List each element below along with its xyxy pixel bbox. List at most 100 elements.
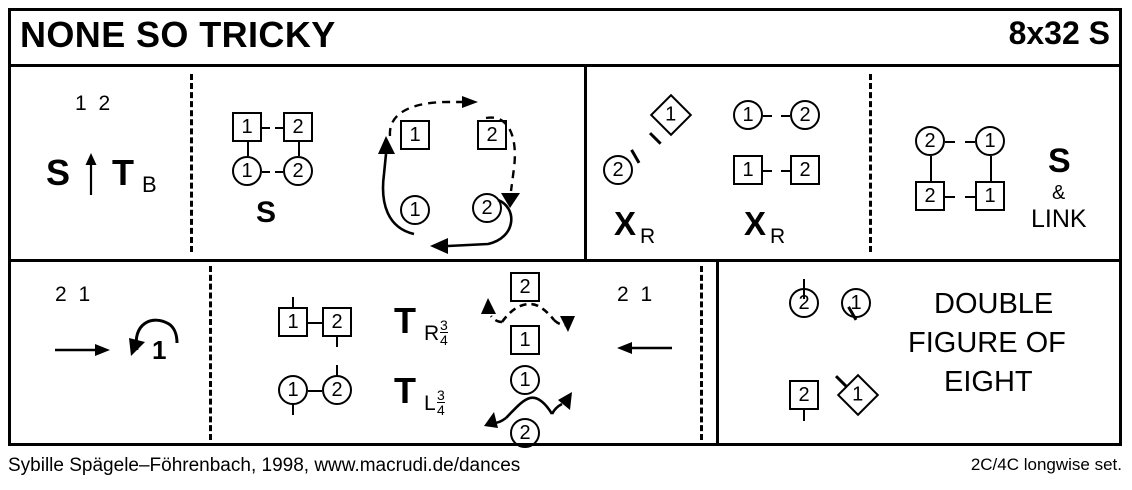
row1-panel1-turn-label: T: [112, 152, 134, 193]
reel-man-2-symbol: 2: [477, 120, 507, 150]
reel-man-1-symbol: 1: [400, 120, 430, 150]
man-link-left: [262, 127, 270, 129]
row2-dash-divider-a: [209, 266, 212, 440]
xr-man-2-symbol: 2: [790, 155, 820, 185]
turn-man-2-symbol: 2: [322, 307, 352, 337]
link-couple-1-link: [990, 156, 992, 181]
row1-panel4-line1: S: [1048, 142, 1071, 180]
row1-panel1-positions: 1 2: [75, 92, 114, 115]
turn-left-fraction: 3 4: [437, 388, 445, 417]
up-arrow-icon: [85, 153, 97, 195]
xr-lady-link-left: [763, 115, 772, 117]
pass-lady-2-symbol: 2: [510, 418, 540, 448]
row2-panel2-positions-right: 2 1: [617, 283, 656, 306]
reel-lady-2-symbol: 2: [472, 193, 502, 223]
reel-path-icon: [378, 96, 520, 254]
row1-dash-divider-a: [190, 74, 193, 252]
row1-dash-divider-b: [869, 74, 872, 252]
row2-dash-divider-b: [700, 266, 703, 440]
xr-man-link-right: [781, 170, 790, 172]
row-divider: [8, 259, 1122, 262]
dfe-man-2-symbol: 2: [789, 380, 819, 410]
turn-man-2-tail: [335, 336, 338, 347]
reel-lady-1-symbol: 1: [400, 195, 430, 225]
couple-2-link: [298, 142, 300, 156]
row1-divider-a: [584, 67, 587, 259]
link-lady-link-left: [945, 141, 955, 143]
link-man-link-left: [945, 196, 955, 198]
right-arrow-icon: [55, 344, 110, 356]
xr-circle-2-symbol: 2: [603, 155, 633, 185]
turn-lady-2-tail: [335, 365, 338, 376]
footer-credit: Sybille Spägele–Föhrenbach, 1998, www.ma…: [8, 455, 521, 476]
turn-man-1-symbol: 1: [278, 307, 308, 337]
pass-ladies-path-icon: [484, 392, 572, 428]
turn-right-letter: T: [394, 300, 416, 341]
sheet-header: [8, 8, 1122, 67]
xr-lady-link-right: [781, 115, 790, 117]
xr-man-link-left: [763, 170, 772, 172]
link-man-1-symbol: 1: [975, 181, 1005, 211]
turn-lady-hlink: [308, 390, 322, 392]
pass-man-2-symbol: 2: [510, 272, 540, 302]
pass-man-1-symbol: 1: [510, 325, 540, 355]
dfe-lady-2-tail: [802, 279, 805, 299]
turn-right-numerator: 3: [440, 317, 448, 333]
dfe-man-1-label: 1: [852, 384, 864, 406]
pass-lady-1-symbol: 1: [510, 365, 540, 395]
turn-right-denominator: 4: [440, 332, 448, 348]
man-2-symbol: 2: [283, 112, 313, 142]
turn-left-letter: T: [394, 370, 416, 411]
row1-panel4-line2: &: [1052, 182, 1066, 204]
xr-right-label-sub: R: [770, 225, 786, 248]
xr-lady-1-symbol: 1: [733, 100, 763, 130]
lady-link-left: [262, 171, 270, 173]
xr-lady-2-symbol: 2: [790, 100, 820, 130]
row2-panel1-turn-label: 1: [152, 335, 167, 365]
man-link-right: [275, 127, 283, 129]
lady-link-right: [275, 171, 283, 173]
dfe-man-2-tail: [802, 409, 805, 421]
left-arrow-icon: [617, 342, 672, 354]
dfe-line2: FIGURE OF: [908, 327, 1066, 359]
link-man-link-right: [965, 196, 975, 198]
link-lady-1-symbol: 1: [975, 126, 1005, 156]
row2-panel1-positions: 2 1: [55, 283, 94, 306]
link-lady-2-symbol: 2: [915, 126, 945, 156]
footer-set-type: 2C/4C longwise set.: [970, 455, 1122, 474]
pass-men-path-icon: [481, 298, 575, 332]
row2-divider-a: [716, 259, 719, 446]
turn-left-hand: L: [424, 392, 436, 415]
turn-man-1-tail: [291, 297, 294, 308]
xr-left-label-sub: R: [640, 225, 656, 248]
row1-panel1-turn-sub: B: [142, 172, 157, 197]
turn-man-hlink: [308, 322, 322, 324]
dfe-line1: DOUBLE: [934, 288, 1054, 320]
row1-panel2-set-label: S: [256, 196, 277, 229]
turn-arrow-icon: [129, 318, 179, 356]
dance-meter: 8x32 S: [1008, 15, 1110, 51]
row1-panel1-set-label: S: [46, 152, 71, 193]
couple-1-link: [247, 142, 249, 156]
xr-diamond-1-label: 1: [665, 104, 677, 126]
dfe-lady-1-symbol: 1: [841, 288, 871, 318]
link-lady-link-right: [965, 141, 975, 143]
xr-left-label: X: [614, 205, 637, 242]
turn-left-denominator: 4: [437, 402, 445, 418]
link-couple-2-link: [930, 156, 932, 181]
lady-1-symbol: 1: [232, 156, 262, 186]
turn-lady-1-tail: [291, 404, 294, 415]
dance-title: NONE SO TRICKY: [20, 14, 336, 55]
turn-lady-1-symbol: 1: [278, 375, 308, 405]
man-1-symbol: 1: [232, 112, 262, 142]
xr-right-label: X: [744, 205, 767, 242]
turn-lady-2-symbol: 2: [322, 375, 352, 405]
row1-panel4-line3: LINK: [1031, 205, 1087, 233]
link-man-2-symbol: 2: [915, 181, 945, 211]
turn-right-fraction: 3 4: [440, 318, 448, 347]
turn-left-numerator: 3: [437, 387, 445, 403]
dfe-line3: EIGHT: [944, 366, 1033, 398]
turn-right-hand: R: [424, 322, 440, 345]
xr-man-1-symbol: 1: [733, 155, 763, 185]
